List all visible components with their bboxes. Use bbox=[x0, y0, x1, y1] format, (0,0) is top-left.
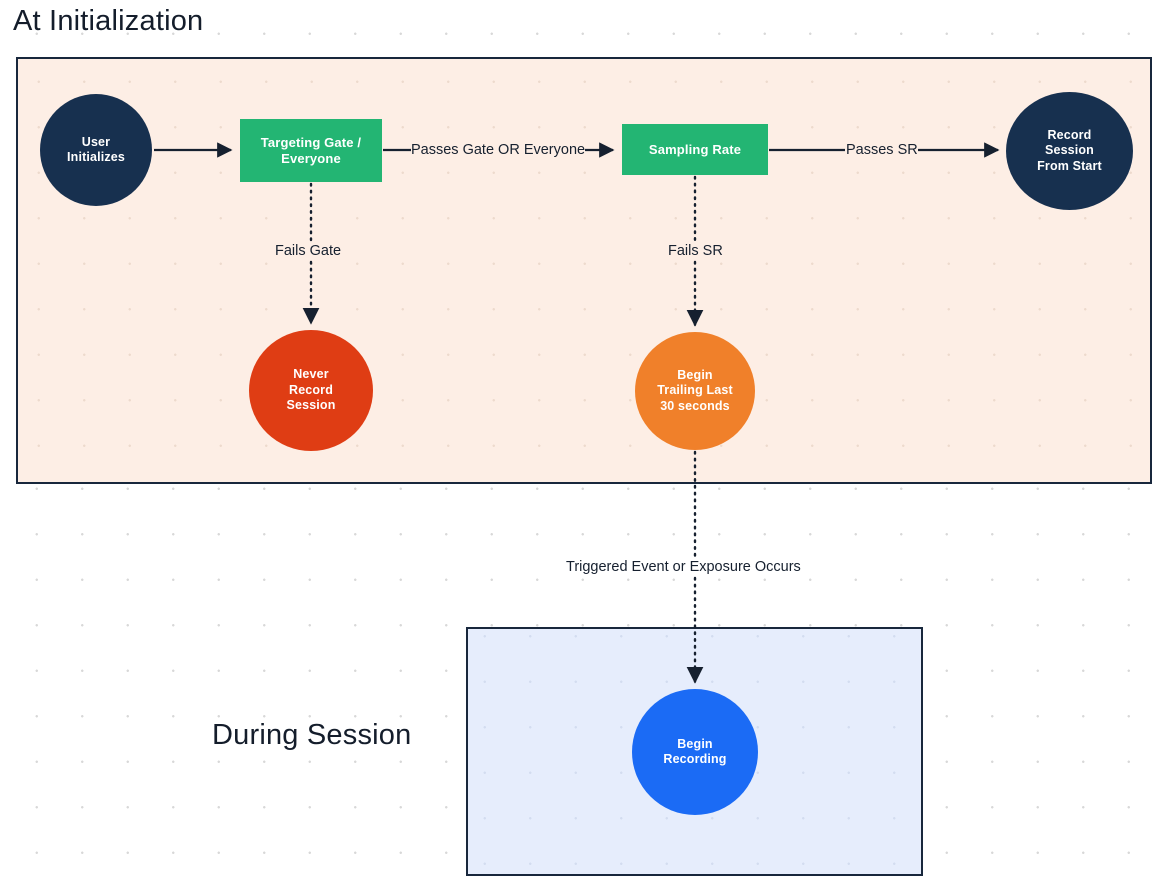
edge-label-fails-gate: Fails Gate bbox=[275, 243, 342, 259]
node-begin-trailing-last-30-seconds[interactable]: Begin Trailing Last 30 seconds bbox=[635, 332, 755, 450]
node-user-initializes-line2: Initializes bbox=[67, 150, 125, 164]
node-begin-recording-line2: Recording bbox=[663, 752, 727, 766]
node-record-session-line2: Session bbox=[1044, 143, 1094, 158]
node-record-session-line3: From Start bbox=[1037, 158, 1102, 173]
node-sampling-rate-label: Sampling Rate bbox=[648, 141, 742, 157]
node-record-session-line1: Record bbox=[1047, 127, 1092, 142]
node-never-record-line3: Session bbox=[286, 398, 336, 413]
node-record-session-from-start[interactable]: Record Session From Start bbox=[1006, 92, 1133, 210]
node-sampling-rate[interactable]: Sampling Rate bbox=[622, 124, 768, 175]
node-trailing-line2: Trailing Last bbox=[657, 383, 733, 398]
node-begin-recording[interactable]: Begin Recording bbox=[632, 689, 758, 815]
node-never-record-line2: Record bbox=[289, 382, 333, 397]
node-never-record-line1: Never bbox=[293, 367, 329, 382]
edge-label-passes-gate-or-everyone: Passes Gate OR Everyone bbox=[411, 142, 586, 158]
panel-at-initialization bbox=[16, 57, 1152, 484]
node-begin-recording-line1: Begin bbox=[677, 736, 713, 751]
section-title-at-initialization: At Initialization bbox=[13, 5, 204, 37]
node-user-initializes-line1: User bbox=[81, 134, 111, 149]
node-targeting-gate-line2: Everyone bbox=[281, 150, 341, 166]
edge-label-fails-sr: Fails SR bbox=[668, 243, 723, 259]
node-targeting-gate-line1: Targeting Gate / bbox=[260, 135, 362, 150]
edge-label-triggered-event-or-exposure-occurs: Triggered Event or Exposure Occurs bbox=[566, 559, 801, 575]
node-user-initializes[interactable]: User Initializes bbox=[40, 94, 152, 206]
node-trailing-line3: 30 seconds bbox=[660, 398, 730, 413]
node-trailing-line1: Begin bbox=[677, 367, 713, 382]
edge-label-passes-sr: Passes SR bbox=[846, 142, 918, 158]
section-title-during-session: During Session bbox=[212, 719, 412, 751]
node-targeting-gate-everyone[interactable]: Targeting Gate / Everyone bbox=[240, 119, 382, 182]
node-never-record-session[interactable]: Never Record Session bbox=[249, 330, 373, 451]
